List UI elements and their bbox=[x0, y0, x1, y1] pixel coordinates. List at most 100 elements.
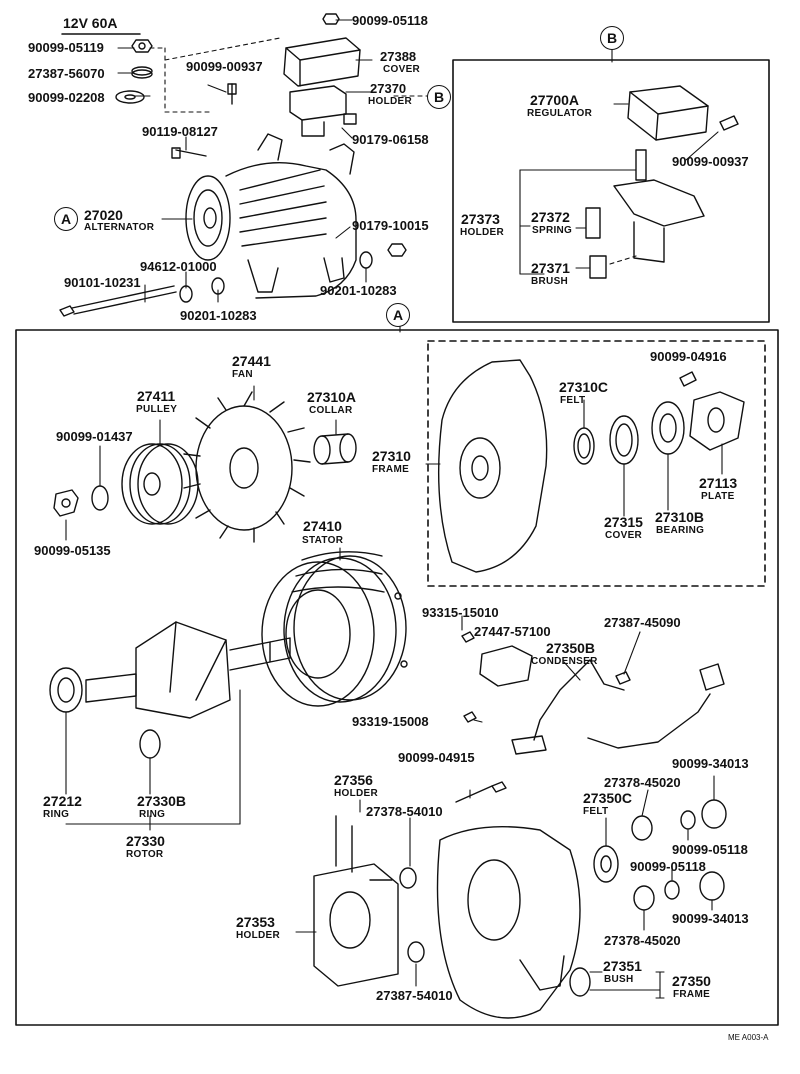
part-27351-number: 27351 bbox=[603, 958, 642, 974]
part-94612-01000: 94612-01000 bbox=[140, 259, 217, 274]
rectifier-holder bbox=[295, 799, 425, 987]
part-90179-10015: 90179-10015 bbox=[352, 218, 429, 233]
part-27310b-name: BEARING bbox=[656, 525, 705, 536]
small-hardware-top bbox=[115, 13, 340, 104]
part-27113-number: 27113 bbox=[699, 475, 738, 491]
condenser bbox=[511, 659, 725, 755]
part-27310c-number: 27310C bbox=[559, 379, 609, 395]
part-90119-08127: 90119-08127 bbox=[142, 124, 218, 139]
frame-boxes bbox=[15, 59, 779, 1026]
part-90099-05119: 90099-05119 bbox=[28, 40, 104, 55]
part-27387-56070: 27387-56070 bbox=[28, 66, 105, 81]
part-27371-number: 27371 bbox=[531, 260, 570, 276]
part-27410-name: STATOR bbox=[302, 535, 344, 546]
part-27310a-number: 27310A bbox=[307, 389, 357, 405]
part-27212-name: RING bbox=[43, 809, 70, 820]
collar bbox=[313, 419, 357, 465]
part-90099-05118-top: 90099-05118 bbox=[352, 13, 428, 28]
part-27350c-number: 27350C bbox=[583, 790, 633, 806]
bolt-and-washers bbox=[59, 243, 407, 317]
stator bbox=[261, 547, 408, 707]
part-27330-number: 27330 bbox=[126, 833, 165, 849]
part-27330b-name: RING bbox=[139, 809, 166, 820]
part-27378-54010: 27378-54010 bbox=[366, 804, 443, 819]
part-90099-34013-top: 90099-34013 bbox=[672, 756, 749, 771]
front-frame bbox=[425, 359, 745, 573]
mid-small-parts bbox=[461, 615, 641, 723]
part-27411-number: 27411 bbox=[137, 388, 176, 404]
part-27351-name: BUSH bbox=[604, 974, 634, 985]
part-90099-00937-left: 90099-00937 bbox=[186, 59, 263, 74]
part-27447-57100: 27447-57100 bbox=[474, 624, 551, 639]
part-90099-34013-low: 90099-34013 bbox=[672, 911, 749, 926]
part-90099-04916: 90099-04916 bbox=[650, 349, 727, 364]
part-27441-number: 27441 bbox=[232, 353, 271, 369]
part-27330-name: ROTOR bbox=[126, 849, 164, 860]
part-27356-name: HOLDER bbox=[334, 788, 379, 799]
rear-frame bbox=[436, 825, 665, 1019]
part-27350b-name: CONDENSER bbox=[531, 656, 598, 667]
part-90099-05118-mid: 90099-05118 bbox=[672, 842, 748, 857]
part-27212-number: 27212 bbox=[43, 793, 82, 809]
cover-holder-top bbox=[227, 37, 361, 137]
part-90179-06158: 90179-06158 bbox=[352, 132, 429, 147]
part-27387-54010: 27387-54010 bbox=[376, 988, 453, 1003]
callout-b-circle-small: B bbox=[427, 85, 451, 109]
part-27388-number: 27388 bbox=[380, 49, 417, 64]
part-27020-name: ALTERNATOR bbox=[84, 222, 155, 233]
part-93319-15008: 93319-15008 bbox=[352, 714, 429, 729]
part-90099-04915: 90099-04915 bbox=[398, 750, 475, 765]
part-27441-name: FAN bbox=[232, 369, 253, 380]
part-27372-number: 27372 bbox=[531, 209, 570, 225]
part-27310-name: FRAME bbox=[372, 464, 410, 475]
part-27353-name: HOLDER bbox=[236, 930, 281, 941]
part-27350-name: FRAME bbox=[673, 989, 711, 1000]
part-27373-name: HOLDER bbox=[460, 227, 505, 238]
part-27700a-number: 27700A bbox=[530, 92, 580, 108]
part-90099-00937-right: 90099-00937 bbox=[672, 154, 749, 169]
part-27353-number: 27353 bbox=[236, 914, 275, 930]
part-27387-45090: 27387-45090 bbox=[604, 615, 681, 630]
part-27356-number: 27356 bbox=[334, 772, 373, 788]
part-27350c-name: FELT bbox=[583, 806, 609, 817]
part-27020-number: 27020 bbox=[84, 207, 123, 223]
part-27315-name: COVER bbox=[605, 530, 643, 541]
part-27378-45020-low: 27378-45020 bbox=[604, 933, 681, 948]
part-27378-45020-top: 27378-45020 bbox=[604, 775, 681, 790]
part-27310a-name: COLLAR bbox=[309, 405, 353, 416]
alternator-body bbox=[171, 133, 357, 299]
part-27388-name: COVER bbox=[383, 64, 421, 75]
part-27700a-name: REGULATOR bbox=[527, 108, 593, 119]
part-27370-number: 27370 bbox=[370, 81, 407, 96]
part-27310c-name: FELT bbox=[560, 395, 586, 406]
part-27350-number: 27350 bbox=[672, 973, 711, 989]
part-90101-10231: 90101-10231 bbox=[64, 275, 141, 290]
figure-code: ME A003-A bbox=[728, 1033, 769, 1042]
rotor bbox=[49, 621, 291, 831]
part-90099-02208: 90099-02208 bbox=[28, 90, 105, 105]
part-27370-name: HOLDER bbox=[368, 96, 413, 107]
rear-small-parts bbox=[593, 775, 727, 931]
callout-b-circle: B bbox=[600, 26, 624, 50]
top-leader-lines bbox=[117, 19, 429, 303]
part-27310-number: 27310 bbox=[372, 448, 411, 464]
part-27371-name: BRUSH bbox=[531, 276, 569, 287]
callout-a-circle: A bbox=[386, 303, 410, 327]
part-27411-name: PULLEY bbox=[136, 404, 178, 415]
regulator-box-parts bbox=[519, 85, 739, 279]
part-27372-name: SPRING bbox=[532, 225, 573, 236]
long-screw bbox=[455, 781, 507, 803]
callout-a-circle-small: A bbox=[54, 207, 78, 231]
part-90201-10283-left: 90201-10283 bbox=[180, 308, 257, 323]
part-90099-05118-low: 90099-05118 bbox=[630, 859, 706, 874]
fan bbox=[183, 385, 311, 543]
part-27350b-number: 27350B bbox=[546, 640, 596, 656]
part-90099-01437: 90099-01437 bbox=[56, 429, 133, 444]
part-27113-name: PLATE bbox=[701, 491, 735, 502]
spec-heading: 12V 60A bbox=[63, 15, 118, 31]
part-90201-10283-right: 90201-10283 bbox=[320, 283, 397, 298]
part-27330b-number: 27330B bbox=[137, 793, 187, 809]
part-90099-05135: 90099-05135 bbox=[34, 543, 111, 558]
part-27410-number: 27410 bbox=[303, 518, 342, 534]
